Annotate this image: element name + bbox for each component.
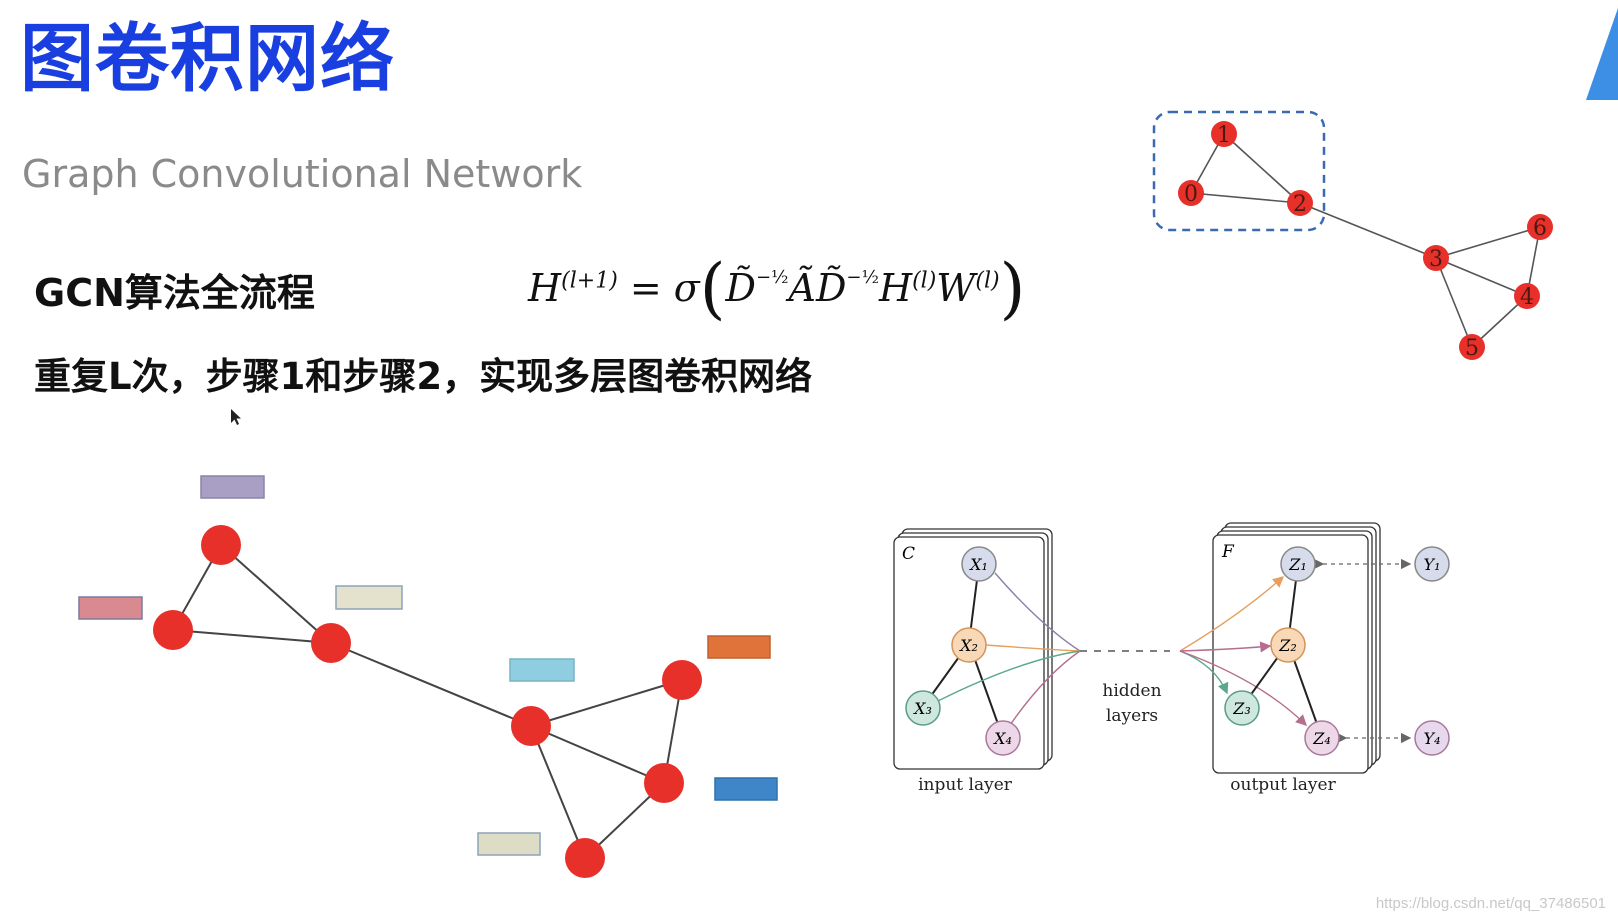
output-label-z4: Z₄ (1312, 729, 1331, 748)
small-graph-node-label: 1 (1217, 123, 1231, 148)
gcn-architecture-diagram: C F X₁ X₂ X₃ X₄ (893, 522, 1450, 795)
output-label-z3: Z₃ (1232, 699, 1251, 718)
formula-h: H (878, 266, 913, 310)
small-graph-node-label: 3 (1429, 247, 1443, 272)
gcn-formula: H(l+1) = σ(D̃−½ÃD̃−½H(l)W(l)) (528, 250, 1025, 327)
graph-node (662, 660, 702, 700)
feature-box (714, 777, 778, 801)
small-graph-node-1 (1211, 121, 1237, 147)
input-label-x4: X₄ (992, 729, 1012, 748)
feature-box (477, 832, 541, 856)
input-label-x1: X₁ (968, 555, 988, 574)
output-layer-caption: output layer (1230, 775, 1336, 795)
small-graph-node-4 (1514, 283, 1540, 309)
formula-eq: = σ (617, 266, 700, 310)
graph-node (201, 525, 241, 565)
small-graph-node-label: 5 (1465, 336, 1479, 361)
formula-a: Ã (788, 266, 816, 310)
formula-w: W (936, 266, 976, 310)
output-channel-label: F (1221, 542, 1235, 562)
corner-decoration (1586, 8, 1618, 100)
label-node-y4 (1414, 720, 1450, 756)
label-y1: Y₁ (1424, 555, 1441, 574)
feature-box (78, 596, 143, 620)
small-graph-node-label: 6 (1533, 216, 1547, 241)
input-node-x2 (951, 627, 987, 663)
formula-h-sup: (l) (912, 268, 937, 294)
input-label-x3: X₃ (912, 699, 932, 718)
repeat-instruction: 重复L次，步骤1和步骤2，实现多层图卷积网络 (34, 355, 813, 398)
input-node-x1 (961, 546, 997, 582)
slide-title: 图卷积网络 (20, 16, 395, 102)
output-label-z2: Z₂ (1278, 636, 1297, 655)
slide-subtitle: Graph Convolutional Network (22, 152, 583, 196)
gcn-heading: GCN算法全流程 (34, 271, 315, 315)
feature-box (335, 585, 403, 610)
output-node-z4 (1304, 720, 1340, 756)
input-channel-label: C (902, 544, 915, 564)
label-y4: Y₄ (1424, 729, 1441, 748)
feature-box (707, 635, 771, 659)
output-node-z3 (1224, 690, 1260, 726)
subgraph-highlight-box (1152, 110, 1326, 232)
graph-node (153, 610, 193, 650)
graph-node (565, 838, 605, 878)
formula-close-paren: ) (999, 250, 1026, 327)
formula-lhs: H (528, 266, 562, 310)
small-graph-node-3 (1423, 245, 1449, 271)
formula-open-paren: ( (699, 250, 726, 327)
input-node-x4 (985, 720, 1021, 756)
input-layer-caption: input layer (918, 775, 1013, 795)
small-graph-node-0 (1178, 180, 1204, 206)
hidden-layers-line2: layers (1106, 706, 1158, 726)
feature-box (509, 658, 575, 682)
graph-node (644, 763, 684, 803)
graph-node (311, 623, 351, 663)
feature-graph (78, 475, 778, 878)
input-node-x3 (905, 690, 941, 726)
formula-d2: D̃ (815, 266, 847, 310)
feature-box (200, 475, 265, 499)
graph-node (511, 706, 551, 746)
hidden-layers-line1: hidden (1102, 681, 1161, 701)
formula-d1: D̃ (725, 266, 756, 310)
label-node-y1 (1414, 546, 1450, 582)
formula-exp2: −½ (846, 267, 879, 288)
small-graph: 0 1 2 3 4 5 6 (1152, 110, 1553, 361)
formula-w-sup: (l) (975, 268, 1000, 294)
small-graph-node-2 (1287, 190, 1313, 216)
output-node-z1 (1280, 546, 1316, 582)
output-label-z1: Z₁ (1288, 555, 1307, 574)
formula-lhs-sup: (l+1) (561, 268, 618, 294)
formula-exp1: −½ (755, 267, 789, 288)
mouse-cursor-icon (231, 409, 241, 425)
output-node-z2 (1270, 627, 1306, 663)
small-graph-node-6 (1527, 214, 1553, 240)
small-graph-node-label: 2 (1293, 192, 1307, 217)
small-graph-node-5 (1459, 334, 1485, 360)
watermark: https://blog.csdn.net/qq_37486501 (1375, 895, 1606, 912)
small-graph-node-label: 4 (1520, 285, 1534, 310)
input-label-x2: X₂ (958, 636, 978, 655)
small-graph-node-label: 0 (1184, 182, 1198, 207)
